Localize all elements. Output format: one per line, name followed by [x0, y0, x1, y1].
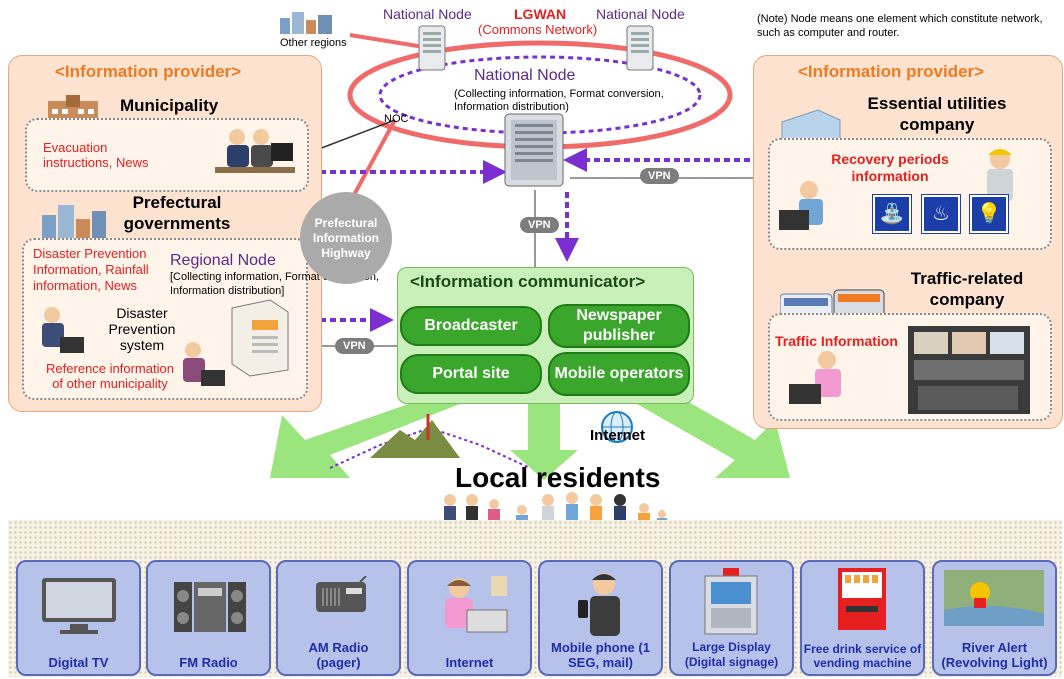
gas-flame-icon: ♨	[921, 194, 961, 234]
traffic-info: Traffic Information	[775, 333, 898, 349]
mobile-operators-pill: Mobile operators	[548, 352, 690, 396]
recovery-info: Recovery periods information	[831, 151, 949, 184]
device-label: River Alert (Revolving Light)	[941, 640, 1048, 670]
prefectural-highway-label: Prefectural Information Highway	[313, 215, 379, 260]
regional-node-label: Regional Node	[170, 252, 276, 269]
mountain-tower-icon	[370, 412, 460, 465]
vpn-badge-left: VPN	[335, 338, 374, 354]
device-digital-tv: Digital TV	[16, 560, 141, 676]
dp-system-label: Disaster Prevention system	[108, 305, 176, 353]
server-icon	[625, 24, 655, 77]
residents-internet-label: Internet	[590, 427, 646, 444]
tv-icon	[42, 578, 116, 634]
control-room-image	[908, 326, 1030, 414]
prefectural-highway-circle: Prefectural Information Highway	[300, 192, 392, 284]
lgwan-inner-flow	[378, 55, 702, 135]
prefectural-label: Prefectural governments	[123, 193, 231, 233]
national-node-left-label: National Node	[383, 6, 472, 22]
device-label: Digital TV	[48, 655, 109, 670]
portal-site-pill: Portal site	[400, 354, 542, 394]
person-laptop-icon	[32, 305, 87, 365]
stereo-icon	[174, 582, 246, 632]
broadcaster-pill: Broadcaster	[400, 306, 542, 346]
electricity-bulb-icon: 💡	[969, 194, 1009, 234]
worker-icon	[975, 145, 1025, 210]
device-fm-radio: FM Radio	[146, 560, 271, 676]
local-residents-title: Local residents	[455, 462, 661, 493]
device-label: FM Radio	[179, 655, 238, 670]
device-river-alert: River Alert (Revolving Light)	[932, 560, 1057, 676]
noc-label: NOC	[384, 113, 409, 125]
device-label: AM Radio (pager)	[308, 640, 369, 670]
reference-info: Reference information of other municipal…	[46, 361, 174, 391]
green-arrow-right	[630, 400, 790, 478]
right-provider-title: <Information provider>	[798, 62, 985, 81]
prefectural-building-icon	[38, 205, 108, 248]
device-label: Free drink service of vending machine	[803, 642, 922, 670]
device-mobile-phone: Mobile phone (1 SEG, mail)	[538, 560, 663, 676]
device-large-display: Large Display (Digital signage)	[669, 560, 794, 676]
commons-network-label: (Commons Network)	[478, 22, 598, 37]
municipality-label: Municipality	[120, 96, 219, 115]
device-vending-machine: Free drink service of vending machine	[800, 560, 925, 676]
main-server-icon	[503, 112, 565, 193]
vending-machine-icon	[838, 568, 886, 630]
prefectural-info: Disaster Prevention Information, Rainfal…	[33, 246, 149, 293]
other-regions-buildings	[278, 10, 338, 34]
radio-icon	[316, 576, 367, 612]
other-regions-label: Other regions	[280, 37, 347, 49]
device-label: Mobile phone (1 SEG, mail)	[551, 640, 650, 670]
person-laptop-icon	[175, 340, 230, 395]
national-node-title: National Node	[474, 67, 576, 84]
server-icon	[417, 24, 447, 77]
municipality-info: Evacuation instructions, News	[43, 140, 149, 170]
device-am-radio: AM Radio (pager)	[276, 560, 401, 676]
national-node-desc: (Collecting information, Format conversi…	[454, 88, 664, 113]
signage-kiosk-icon	[704, 568, 758, 635]
national-node-right-label: National Node	[596, 6, 685, 22]
bus-train-icon	[779, 288, 885, 327]
device-internet: Internet	[407, 560, 532, 676]
traffic-company-label: Traffic-related company	[910, 269, 1024, 309]
device-label: Internet	[445, 655, 494, 670]
green-arrow-center	[510, 402, 578, 480]
lgwan-label: LGWAN	[514, 6, 567, 22]
communicator-title: <Information communicator>	[410, 272, 646, 291]
person-laptop-icon	[445, 576, 508, 633]
vpn-badge-right: VPN	[640, 168, 679, 184]
device-label: Large Display (Digital signage)	[684, 640, 779, 669]
person-laptop-icon	[785, 350, 855, 417]
left-provider-title: <Information provider>	[55, 62, 242, 81]
regional-server-icon	[222, 298, 290, 383]
person-phone-icon	[578, 573, 620, 636]
water-tap-icon: ⛲	[872, 194, 912, 234]
person-at-desk-icon	[215, 125, 295, 185]
newspaper-pill: Newspaper publisher	[548, 304, 690, 348]
revolving-light-icon	[944, 570, 1044, 626]
globe-icon	[600, 410, 634, 449]
utilities-label: Essential utilities company	[867, 94, 1007, 134]
vpn-badge-top: VPN	[520, 217, 559, 233]
node-note: (Note) Node means one element which cons…	[757, 13, 1043, 39]
person-laptop-icon	[777, 180, 837, 243]
green-arrow-left	[270, 400, 470, 478]
